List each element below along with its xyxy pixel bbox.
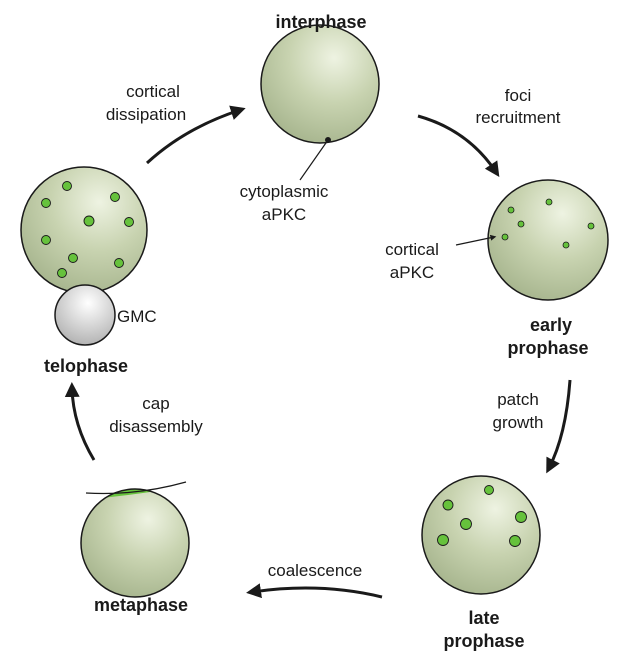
metaphase-cell	[80, 481, 190, 598]
label-cap-disassembly-line2: disassembly	[109, 417, 203, 436]
apkc-patch	[460, 518, 472, 530]
interphase-cell	[260, 24, 380, 144]
apkc-focus	[587, 222, 595, 230]
label-interphase: interphase	[275, 12, 366, 32]
label-cytoplasmic-apkc-line2: aPKC	[262, 205, 306, 224]
arrow-cap-disassembly	[64, 382, 96, 461]
apkc-patch	[442, 499, 454, 511]
label-late-prophase-line2: prophase	[443, 631, 524, 651]
apkc-focus	[507, 206, 515, 214]
cortical-apkc-pointer	[455, 234, 497, 246]
early-prophase-cell	[487, 179, 609, 301]
label-cortical-dissipation-line1: cortical	[126, 82, 180, 101]
apkc-patch	[57, 268, 67, 278]
apkc-patch	[124, 217, 134, 227]
cytoplasmic-apkc-pointer	[299, 139, 329, 181]
arrow-patch-growth	[546, 379, 572, 474]
label-cortical-apkc-line1: cortical	[385, 240, 439, 259]
arrow-coalescence	[246, 583, 383, 599]
label-patch-growth-line1: patch	[497, 390, 539, 409]
apkc-patch	[62, 181, 72, 191]
apkc-focus	[501, 233, 509, 241]
apkc-patch	[114, 258, 124, 268]
label-late-prophase-line1: late	[468, 608, 499, 628]
label-cytoplasmic-apkc-line1: cytoplasmic	[240, 182, 329, 201]
label-early-prophase-line2: prophase	[507, 338, 588, 358]
label-cortical-dissipation-line2: dissipation	[106, 105, 186, 124]
apkc-patch	[41, 198, 51, 208]
arrow-foci-recruitment	[417, 114, 500, 177]
apkc-patch	[68, 253, 78, 263]
label-coalescence: coalescence	[268, 561, 363, 580]
apkc-focus	[545, 198, 553, 206]
apkc-patch	[110, 192, 120, 202]
telophase-cell	[20, 166, 148, 346]
label-telophase: telophase	[44, 356, 128, 376]
apkc-patch	[41, 235, 51, 245]
label-gmc: GMC	[117, 307, 157, 326]
label-cap-disassembly-line1: cap	[142, 394, 169, 413]
apkc-patch	[515, 511, 527, 523]
apkc-patch	[484, 485, 494, 495]
arrow-cortical-dissipation	[145, 105, 246, 165]
gmc-cell	[54, 284, 116, 346]
apkc-patch	[437, 534, 449, 546]
label-foci-recruitment-line1: foci	[505, 86, 531, 105]
apkc-patch	[509, 535, 521, 547]
label-cortical-apkc-line2: aPKC	[390, 263, 434, 282]
label-early-prophase-line1: early	[530, 315, 572, 335]
label-foci-recruitment-line2: recruitment	[475, 108, 560, 127]
label-metaphase: metaphase	[94, 595, 188, 615]
label-patch-growth-line2: growth	[492, 413, 543, 432]
apkc-patch	[83, 215, 95, 227]
apkc-focus	[562, 241, 570, 249]
apkc-focus	[517, 220, 525, 228]
late-prophase-cell	[421, 475, 541, 595]
